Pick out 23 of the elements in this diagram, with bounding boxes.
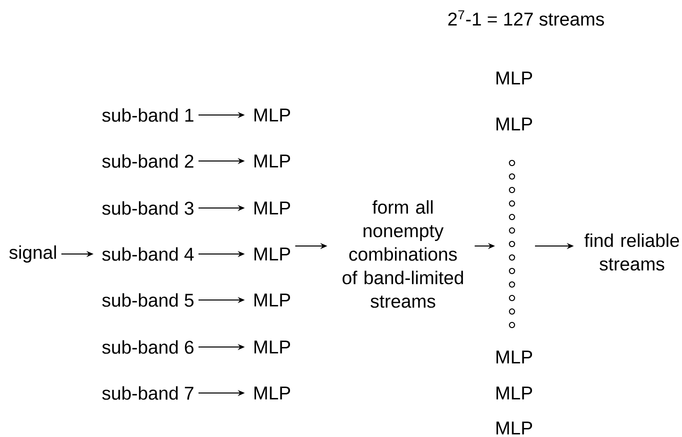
mlp-label: MLP: [496, 118, 532, 130]
node-text: sub-band 3: [102, 201, 194, 215]
node-text: sub-band 7: [102, 386, 194, 400]
mlp-label: MLP: [254, 202, 290, 214]
node-text: signal: [9, 245, 56, 263]
mlp-label: MLP: [254, 340, 290, 354]
node-text: form all nonempty combinations of band-limited streams: [342, 200, 463, 308]
mlp-label: MLP: [496, 386, 532, 400]
mlp-label: MLP: [496, 350, 532, 364]
mlp-label: MLP: [254, 154, 290, 168]
node-text: sub-band 6: [102, 340, 194, 354]
node-text: sub-band 5: [102, 293, 194, 307]
node-text: sub-band 1: [102, 108, 194, 122]
mlp-label: MLP: [254, 108, 290, 122]
mlp-label: MLP: [254, 294, 290, 306]
mlp-label: MLP: [254, 386, 290, 400]
heading: 2$^{7}$-1 = 127 streams: [448, 10, 604, 26]
mlp-label: MLP: [496, 72, 532, 84]
node-text: sub-band 2: [102, 154, 194, 168]
mlp-label: MLP: [254, 248, 290, 260]
node-text: sub-band 4: [102, 247, 194, 261]
mlp-label: MLP: [496, 422, 532, 434]
node-text: find reliable streams: [584, 233, 679, 271]
